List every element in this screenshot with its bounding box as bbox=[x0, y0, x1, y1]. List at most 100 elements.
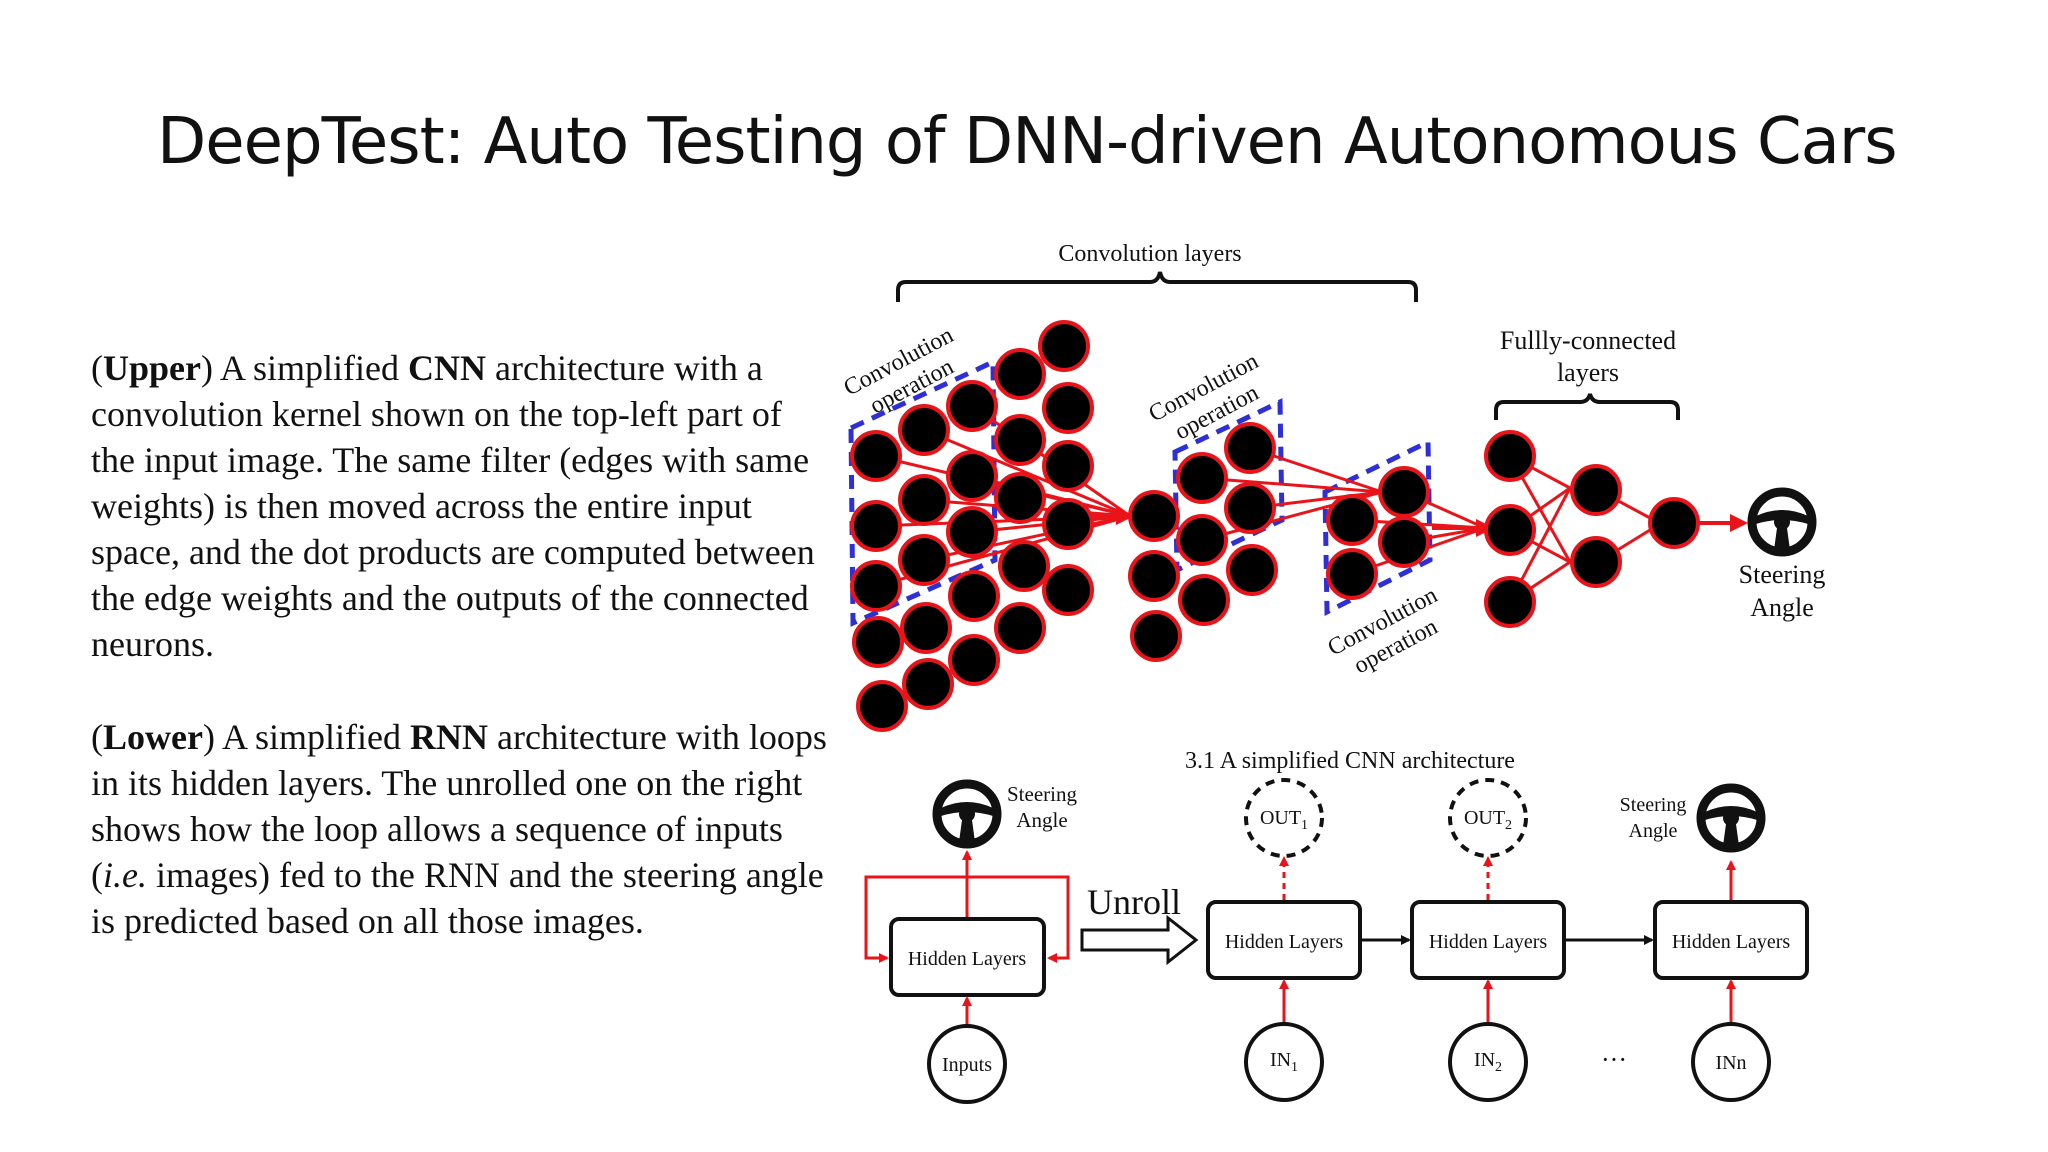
neuron bbox=[1042, 382, 1094, 434]
neuron bbox=[850, 500, 902, 552]
neuron bbox=[856, 680, 908, 732]
kernel-box-3 bbox=[1322, 438, 1433, 617]
neuron bbox=[1570, 536, 1622, 588]
in2-node bbox=[1448, 1022, 1528, 1102]
hidden-layers-box-2 bbox=[1410, 900, 1566, 980]
out1-label: OUT1 bbox=[1260, 807, 1308, 833]
neuron bbox=[946, 506, 998, 558]
neuron bbox=[994, 602, 1046, 654]
fc-label-line2: layers bbox=[1557, 358, 1619, 387]
neuron bbox=[1130, 610, 1182, 662]
hidden-layers-box-3 bbox=[1653, 900, 1809, 980]
inputs-label: Inputs bbox=[942, 1054, 992, 1076]
neuron bbox=[948, 570, 1000, 622]
hidden-layers-1-label: Hidden Layers bbox=[1225, 931, 1344, 953]
neuron bbox=[898, 474, 950, 526]
upper-description: (Upper) A simplified CNN architecture wi… bbox=[91, 345, 831, 667]
lower-close-paren: ) bbox=[202, 717, 215, 757]
neuron bbox=[1042, 440, 1094, 492]
fc-brace bbox=[1494, 393, 1680, 420]
neuron bbox=[1038, 320, 1090, 372]
neuron bbox=[898, 534, 950, 586]
out1-node bbox=[1244, 778, 1324, 858]
in1-label: IN1 bbox=[1270, 1049, 1298, 1075]
neuron bbox=[946, 380, 998, 432]
neuron bbox=[1178, 574, 1230, 626]
conv-layers-label: Convolution layers bbox=[1058, 241, 1241, 267]
fc-label-line1: Fullly-connected bbox=[1500, 326, 1676, 355]
cnn-caption: 3.1 A simplified CNN architecture bbox=[1185, 748, 1515, 774]
hidden-layers-box-1 bbox=[1206, 900, 1362, 980]
unroll-arrow bbox=[1080, 914, 1199, 966]
neuron bbox=[1378, 466, 1430, 518]
neuron bbox=[1128, 490, 1180, 542]
neuron bbox=[1484, 504, 1536, 556]
neuron bbox=[898, 404, 950, 456]
unroll-label: Unroll bbox=[1087, 882, 1181, 922]
lower-label: Lower bbox=[103, 717, 203, 757]
neuron bbox=[1648, 497, 1700, 549]
neuron bbox=[1176, 452, 1228, 504]
neuron bbox=[1226, 544, 1278, 596]
neuron bbox=[1484, 430, 1536, 482]
neuron bbox=[946, 450, 998, 502]
neuron bbox=[850, 560, 902, 612]
hidden-layers-box-rolled bbox=[889, 917, 1046, 997]
neuron bbox=[900, 602, 952, 654]
neuron bbox=[994, 414, 1046, 466]
ellipsis: ··· bbox=[1601, 1045, 1627, 1074]
neuron bbox=[1326, 548, 1378, 600]
inn-label: INn bbox=[1715, 1052, 1746, 1074]
neuron bbox=[1128, 550, 1180, 602]
neuron bbox=[1224, 482, 1276, 534]
neuron bbox=[998, 540, 1050, 592]
upper-close-paren: ) bbox=[201, 348, 213, 388]
neuron bbox=[1176, 514, 1228, 566]
lower-text-3: images) fed to the RNN and the steering … bbox=[91, 855, 824, 941]
neuron bbox=[1042, 498, 1094, 550]
rnn-steering-right-line2: Angle bbox=[1629, 820, 1678, 842]
loop-left bbox=[864, 875, 967, 963]
kernel-box-1 bbox=[848, 358, 998, 627]
hidden-layers-2-label: Hidden Layers bbox=[1429, 931, 1548, 953]
lower-text-1: A simplified bbox=[214, 717, 410, 757]
steering-label-line2: Angle bbox=[1750, 593, 1814, 622]
steering-wheel-icon-left bbox=[937, 784, 997, 844]
neuron bbox=[1570, 464, 1622, 516]
neuron bbox=[1378, 516, 1430, 568]
neuron bbox=[1326, 494, 1378, 546]
neuron bbox=[948, 634, 1000, 686]
steering-wheel-icon-right bbox=[1701, 788, 1761, 848]
neuron bbox=[1224, 422, 1276, 474]
hidden-layers-3-label: Hidden Layers bbox=[1672, 931, 1791, 953]
in2-label: IN2 bbox=[1474, 1049, 1502, 1075]
steering-label-line1: Steering bbox=[1739, 560, 1826, 589]
steering-wheel-icon bbox=[1752, 492, 1812, 552]
upper-cnn-bold: CNN bbox=[408, 348, 487, 388]
loop-right bbox=[967, 875, 1070, 963]
hidden-layers-rolled-label: Hidden Layers bbox=[908, 948, 1027, 970]
inn-node bbox=[1691, 1022, 1771, 1102]
out2-label: OUT2 bbox=[1464, 807, 1512, 833]
neuron bbox=[994, 472, 1046, 524]
neuron bbox=[852, 616, 904, 668]
cnn-neurons bbox=[850, 320, 1700, 732]
neuron bbox=[850, 430, 902, 482]
rnn-steering-left-line2: Angle bbox=[1016, 808, 1067, 832]
lower-text-2: architecture with loops in its hidden la… bbox=[91, 717, 827, 895]
lower-open-paren: ( bbox=[91, 717, 103, 757]
slide-title: DeepTest: Auto Testing of DNN-driven Aut… bbox=[157, 105, 1898, 179]
neuron bbox=[1042, 564, 1094, 616]
upper-text-1: A simplified bbox=[213, 348, 409, 388]
lower-rnn-bold: RNN bbox=[409, 717, 488, 757]
lower-ie: i.e. bbox=[103, 855, 147, 895]
upper-label: Upper bbox=[103, 348, 201, 388]
inputs-node bbox=[927, 1024, 1007, 1104]
upper-text-2: architecture with a convolution kernel s… bbox=[91, 348, 815, 664]
out2-node bbox=[1448, 778, 1528, 858]
lower-description: (Lower) A simplified RNN architecture wi… bbox=[91, 714, 831, 944]
in1-node bbox=[1244, 1022, 1324, 1102]
conv-layers-brace bbox=[896, 271, 1418, 302]
upper-open-paren: ( bbox=[91, 348, 103, 388]
